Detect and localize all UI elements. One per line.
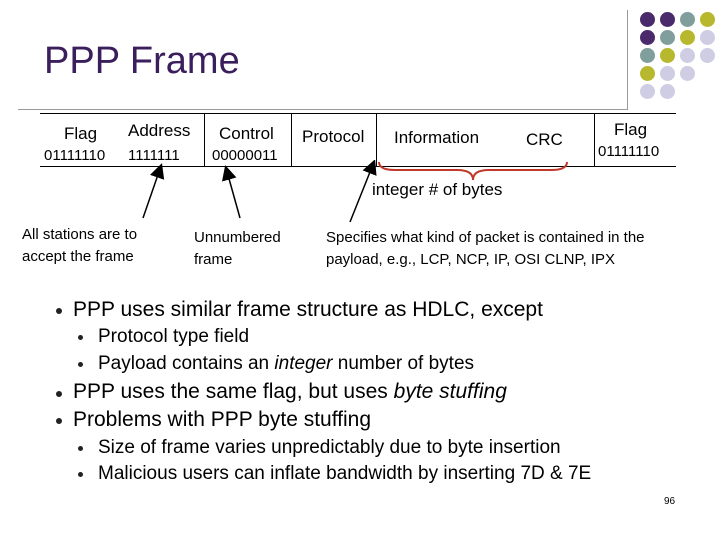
- bullet-dot: [78, 335, 83, 340]
- protocol-note: Specifies what kind of packet is contain…: [326, 229, 645, 268]
- bullet-item: PPP uses the same flag, but uses byte st…: [73, 380, 507, 403]
- frame-divider: [291, 113, 292, 167]
- frame-divider: [204, 113, 205, 167]
- address-bits: 1111111: [128, 147, 180, 164]
- control-arrow: [222, 165, 241, 219]
- information-label: Information: [394, 128, 480, 147]
- address-label: Address: [128, 121, 191, 140]
- flag-start-bits: 01111110: [44, 147, 106, 164]
- information-byte-note: integer # of bytes: [372, 180, 503, 199]
- bullet-dot: [78, 472, 83, 477]
- bullet-item: PPP uses similar frame structure as HDLC…: [73, 298, 543, 321]
- address-arrow: [142, 163, 165, 219]
- protocol-label: Protocol: [302, 127, 365, 146]
- bullet-dot: [78, 446, 83, 451]
- sub-bullet-item: Malicious users can inflate bandwidth by…: [98, 463, 592, 484]
- flag-end-label: Flag: [614, 120, 648, 139]
- bullet-dot: [56, 391, 62, 397]
- sub-bullet-item: Payload contains an integer number of by…: [98, 353, 475, 374]
- ppp-frame-diagram: Flag 01111110 Address 1111111 Control 00…: [40, 113, 676, 167]
- control-label: Control: [219, 124, 274, 143]
- sub-bullet-item: Size of frame varies unpredictably due t…: [98, 437, 561, 458]
- flag-end-bits: 01111110: [598, 143, 660, 160]
- sub-bullet-item: Protocol type field: [98, 326, 250, 347]
- crc-label: CRC: [526, 130, 563, 149]
- control-bits: 00000011: [212, 147, 278, 164]
- control-note: Unnumbered frame: [194, 229, 281, 268]
- bullet-dot: [56, 308, 62, 314]
- decor-vertical-line: [627, 10, 628, 110]
- decor-dot-grid: [640, 12, 718, 102]
- frame-divider: [594, 113, 595, 167]
- frame-divider: [376, 113, 377, 167]
- bullet-item: Problems with PPP byte stuffing: [73, 408, 372, 431]
- bullet-dot: [78, 362, 83, 367]
- address-note: All stations are to accept the frame: [22, 226, 138, 265]
- decor-horizontal-line: [18, 109, 628, 110]
- annotation-arrows: [142, 160, 377, 223]
- bullet-dot: [56, 418, 62, 424]
- information-brace: [378, 161, 568, 181]
- page-title: PPP Frame: [44, 40, 240, 82]
- protocol-arrow: [349, 160, 377, 223]
- flag-start-label: Flag: [64, 124, 98, 143]
- page-number: 96: [664, 496, 676, 507]
